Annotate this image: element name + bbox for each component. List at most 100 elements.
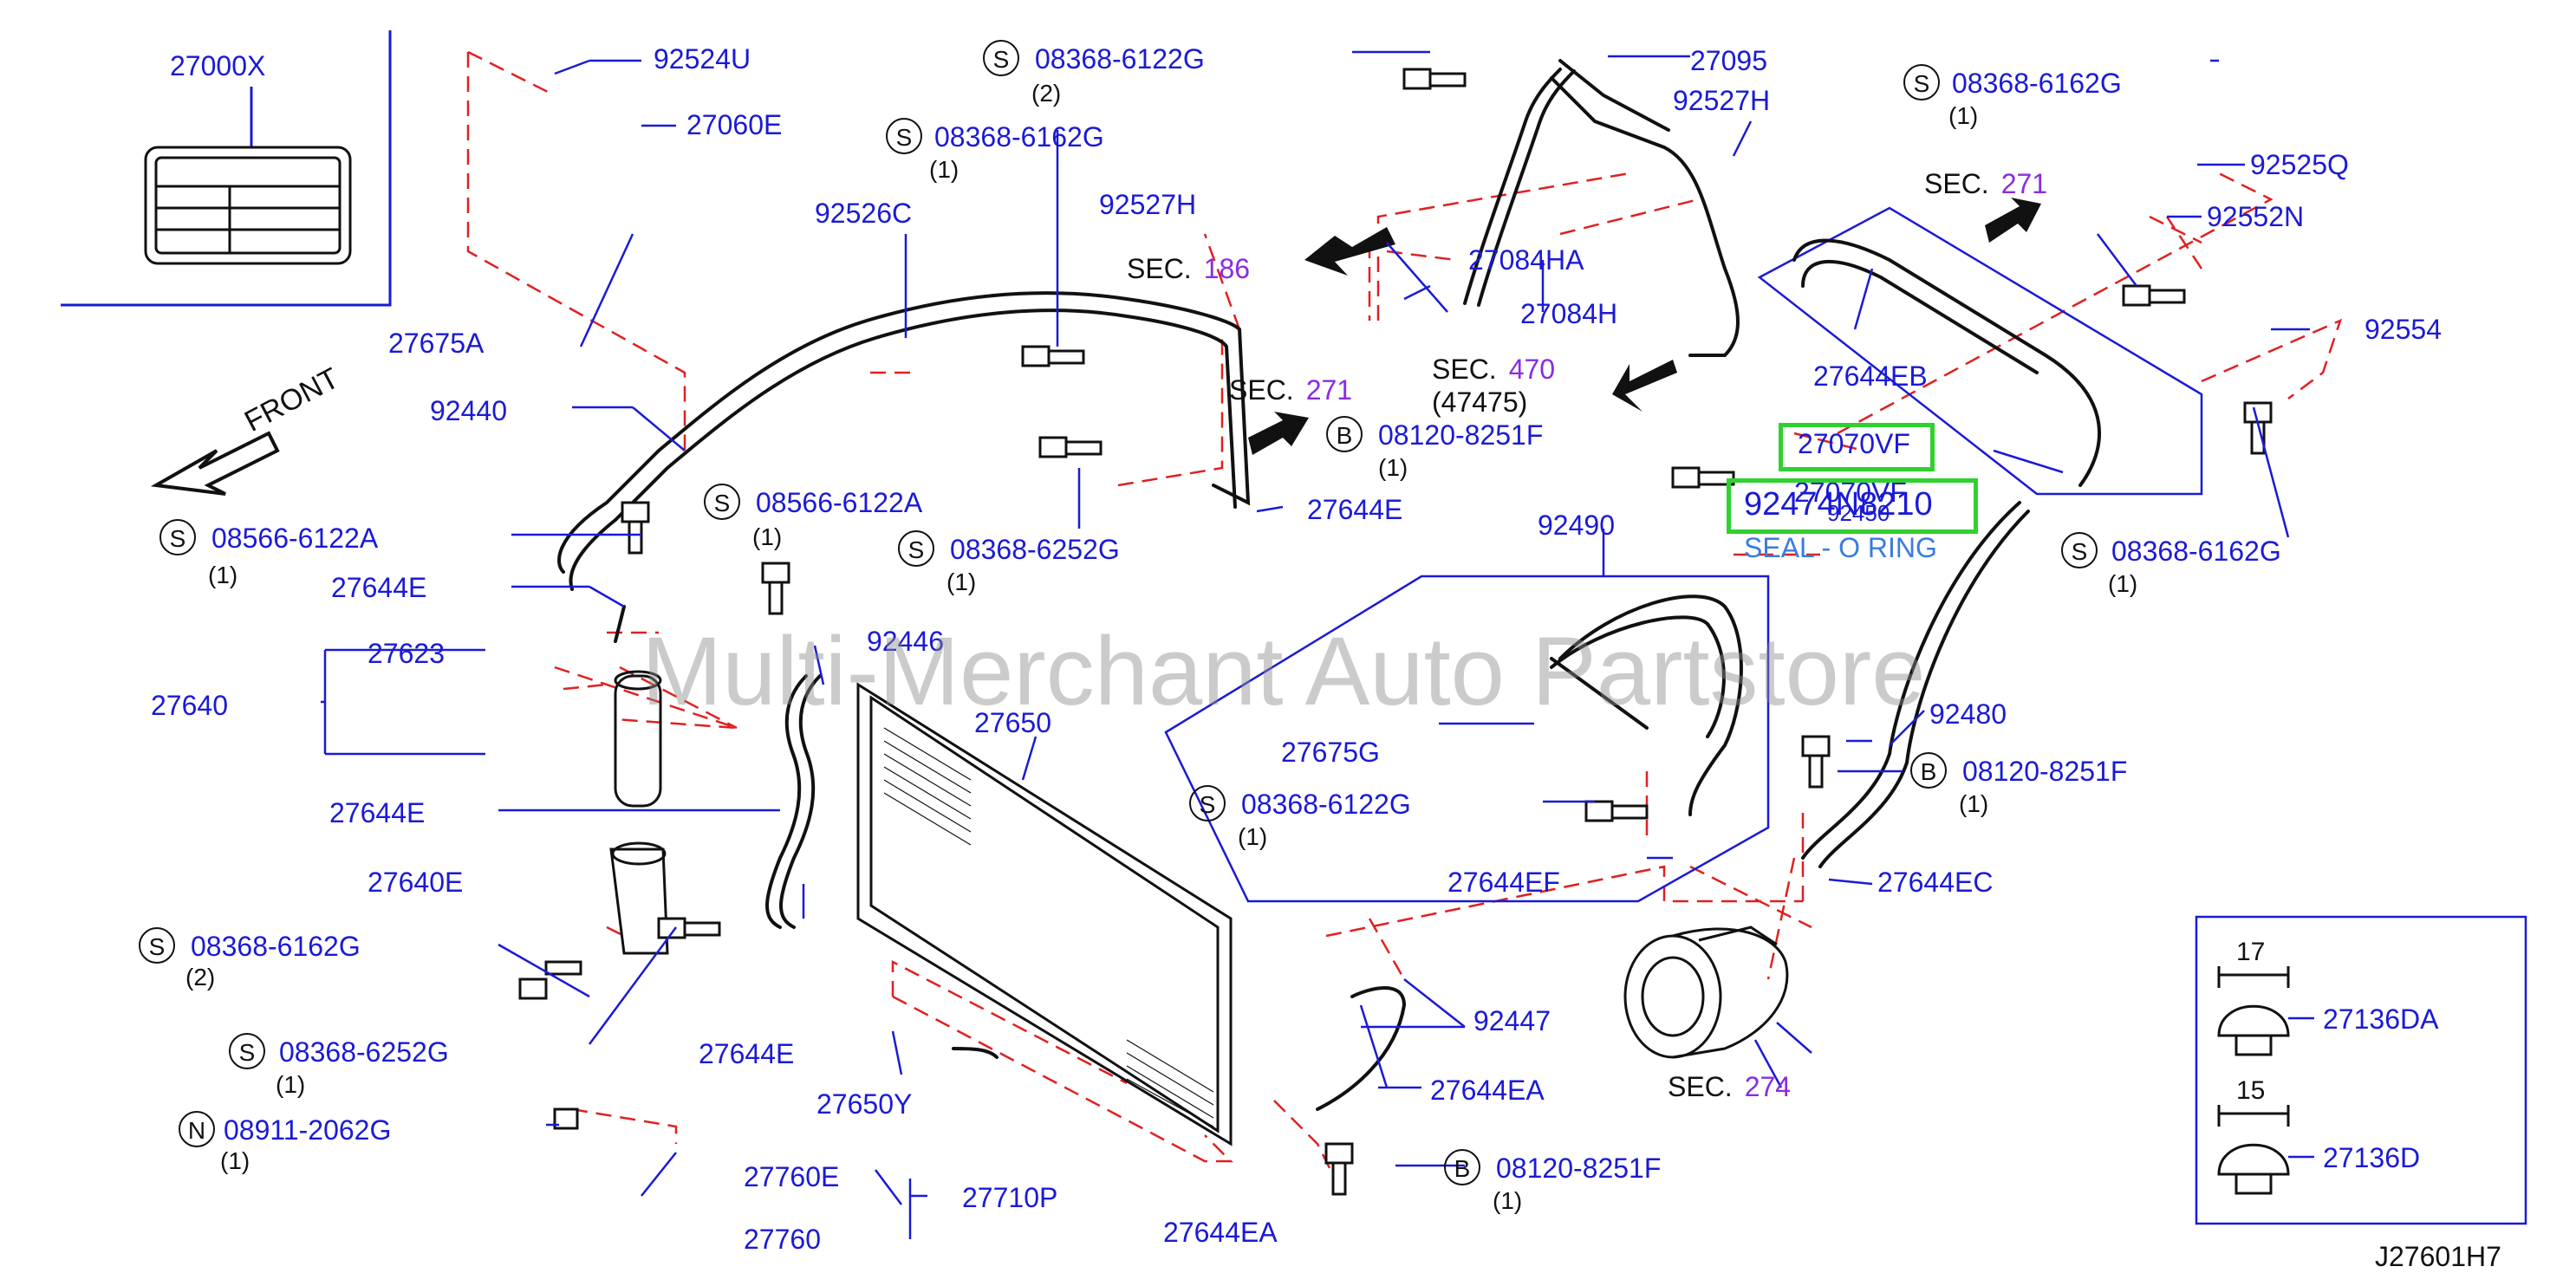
- front-arrow-icon: [150, 431, 280, 496]
- label-08368-6122G[interactable]: 08368-6122G: [1035, 43, 1205, 75]
- label-27644EB[interactable]: 27644EB: [1813, 360, 1928, 392]
- label-92526C[interactable]: 92526C: [815, 198, 913, 229]
- sec-label: SEC.: [1127, 253, 1192, 284]
- label-27650[interactable]: 27650: [974, 707, 1051, 738]
- label-92490[interactable]: 92490: [1538, 510, 1615, 541]
- n-prefix-icon: N: [179, 1111, 215, 1147]
- label-08911-2062G[interactable]: 08911-2062G: [224, 1114, 392, 1146]
- watermark: Multi-Merchant Auto Partstore: [641, 617, 1926, 725]
- sec-274[interactable]: SEC.274: [1668, 1071, 1791, 1102]
- label-92446[interactable]: 92446: [867, 626, 944, 657]
- label-27675G[interactable]: 27675G: [1281, 737, 1380, 768]
- seal-o-ring-note: SEAL - O RING: [1744, 532, 1937, 563]
- sec-label: SEC.: [1668, 1071, 1733, 1102]
- hose-subassembly-frame: [1164, 206, 2527, 1225]
- s-prefix-icon: S: [229, 1033, 265, 1069]
- label-27084HA[interactable]: 27084HA: [1468, 244, 1584, 276]
- label-27644EA[interactable]: 27644EA: [1163, 1217, 1278, 1248]
- section-arrows: [1248, 198, 2041, 455]
- label-27136DA[interactable]: 27136DA: [2323, 1003, 2439, 1035]
- qty-08120-8251F-c: (1): [1959, 790, 1989, 817]
- label-27644E-2[interactable]: 27644E: [329, 797, 426, 828]
- qty-08911-2062G: (1): [220, 1147, 250, 1174]
- label-92525Q[interactable]: 92525Q: [2250, 149, 2349, 180]
- label-27650Y[interactable]: 27650Y: [816, 1088, 913, 1120]
- label-27644EC[interactable]: 27644EC: [1877, 867, 1994, 898]
- b-prefix-icon: B: [1910, 752, 1947, 789]
- highlight-92474N8210: [1727, 478, 1978, 534]
- label-92527H-2[interactable]: 92527H: [1673, 85, 1771, 116]
- condenser-fins: [883, 727, 1214, 1127]
- qty-08368-6252G: (1): [276, 1071, 306, 1098]
- b-prefix-icon: B: [1444, 1149, 1480, 1185]
- label-08368-6252G-b[interactable]: 08368-6252G: [950, 534, 1120, 565]
- sec-label: SEC.: [1432, 354, 1497, 385]
- dimension-15: 15: [2236, 1076, 2266, 1105]
- label-27644E[interactable]: 27644E: [331, 572, 427, 603]
- label-92447[interactable]: 92447: [1473, 1005, 1551, 1036]
- label-08566-6122A-b[interactable]: 08566-6122A: [756, 487, 923, 518]
- label-08120-8251F[interactable]: 08120-8251F: [1378, 419, 1544, 451]
- label-27675A[interactable]: 27675A: [388, 328, 485, 359]
- label-92554[interactable]: 92554: [2365, 314, 2442, 345]
- qty-08566-6122A: (1): [208, 562, 238, 588]
- label-27060E[interactable]: 27060E: [686, 109, 783, 140]
- label-92527H[interactable]: 92527H: [1099, 189, 1197, 220]
- label-27760[interactable]: 27760: [744, 1224, 821, 1255]
- sec-470[interactable]: SEC. 470: [1432, 354, 1555, 385]
- clip-27136-icons: [2217, 966, 2290, 1195]
- sec-186[interactable]: SEC. 186: [1127, 253, 1250, 284]
- label-27644E-3[interactable]: 27644E: [699, 1038, 795, 1069]
- label-27644EA-2[interactable]: 27644EA: [1430, 1075, 1545, 1106]
- label-08368-6252G[interactable]: 08368-6252G: [279, 1036, 449, 1068]
- label-27623[interactable]: 27623: [368, 638, 445, 669]
- s-prefix-icon: S: [983, 40, 1019, 76]
- label-27084H[interactable]: 27084H: [1520, 298, 1618, 329]
- sec-number: 271: [1305, 374, 1353, 406]
- label-92474N8210[interactable]: 92474N8210: [1744, 486, 1933, 523]
- qty-08120-8251F-b: (1): [1493, 1187, 1523, 1214]
- label-08120-8251F-b[interactable]: 08120-8251F: [1496, 1153, 1662, 1184]
- sec-47475: (47475): [1432, 386, 1528, 418]
- qty-08368-6162G-b: (1): [929, 156, 959, 183]
- label-08368-6162G-d[interactable]: 08368-6162G: [2111, 536, 2281, 567]
- b-prefix-icon: B: [1326, 416, 1363, 452]
- dimension-17: 17: [2236, 938, 2266, 966]
- label-27640E[interactable]: 27640E: [368, 867, 464, 898]
- label-27640[interactable]: 27640: [151, 690, 228, 721]
- label-27710P[interactable]: 27710P: [962, 1182, 1058, 1213]
- qty-08368-6162G: (2): [185, 964, 216, 990]
- s-prefix-icon: S: [886, 118, 922, 154]
- label-27644E-4[interactable]: 27644E: [1307, 494, 1403, 525]
- receiver-dryer-icon: [614, 670, 662, 808]
- label-08566-6122A[interactable]: 08566-6122A: [211, 523, 379, 554]
- label-08368-6122G-b[interactable]: 08368-6122G: [1241, 789, 1411, 820]
- label-27136D[interactable]: 27136D: [2323, 1142, 2421, 1173]
- sec-label: SEC.: [1924, 168, 1989, 199]
- warning-label-icon: [144, 146, 352, 265]
- label-08368-6162G-b[interactable]: 08368-6162G: [934, 121, 1104, 153]
- label-27070VF-boxed[interactable]: 27070VF: [1798, 428, 1910, 459]
- label-92450[interactable]: 92450: [1827, 500, 1890, 526]
- label-08368-6162G-c[interactable]: 08368-6162G: [1952, 68, 2122, 99]
- s-prefix-icon: S: [139, 927, 175, 964]
- label-27000X[interactable]: 27000X: [170, 50, 266, 81]
- label-27760E[interactable]: 27760E: [744, 1161, 840, 1192]
- sec-271[interactable]: SEC. 271: [1229, 374, 1352, 406]
- label-27644EF[interactable]: 27644EF: [1447, 867, 1560, 898]
- sec-number: 470: [1508, 354, 1556, 385]
- qty-08368-6122G: (2): [1031, 80, 1062, 107]
- sec-271-b[interactable]: SEC.271: [1924, 168, 2047, 199]
- label-27000X-frame: [61, 30, 392, 307]
- label-92480[interactable]: 92480: [1929, 698, 2007, 730]
- label-92524U[interactable]: 92524U: [654, 43, 751, 75]
- label-27095[interactable]: 27095: [1690, 45, 1767, 76]
- label-92440[interactable]: 92440: [430, 395, 507, 426]
- label-92552N[interactable]: 92552N: [2207, 201, 2305, 232]
- label-08368-6162G[interactable]: 08368-6162G: [191, 931, 361, 962]
- sec-label: SEC.: [1229, 374, 1294, 406]
- sec-number: 186: [1203, 253, 1251, 284]
- label-08120-8251F-c[interactable]: 08120-8251F: [1962, 756, 2128, 787]
- dryer-bracket-icon: [609, 841, 669, 955]
